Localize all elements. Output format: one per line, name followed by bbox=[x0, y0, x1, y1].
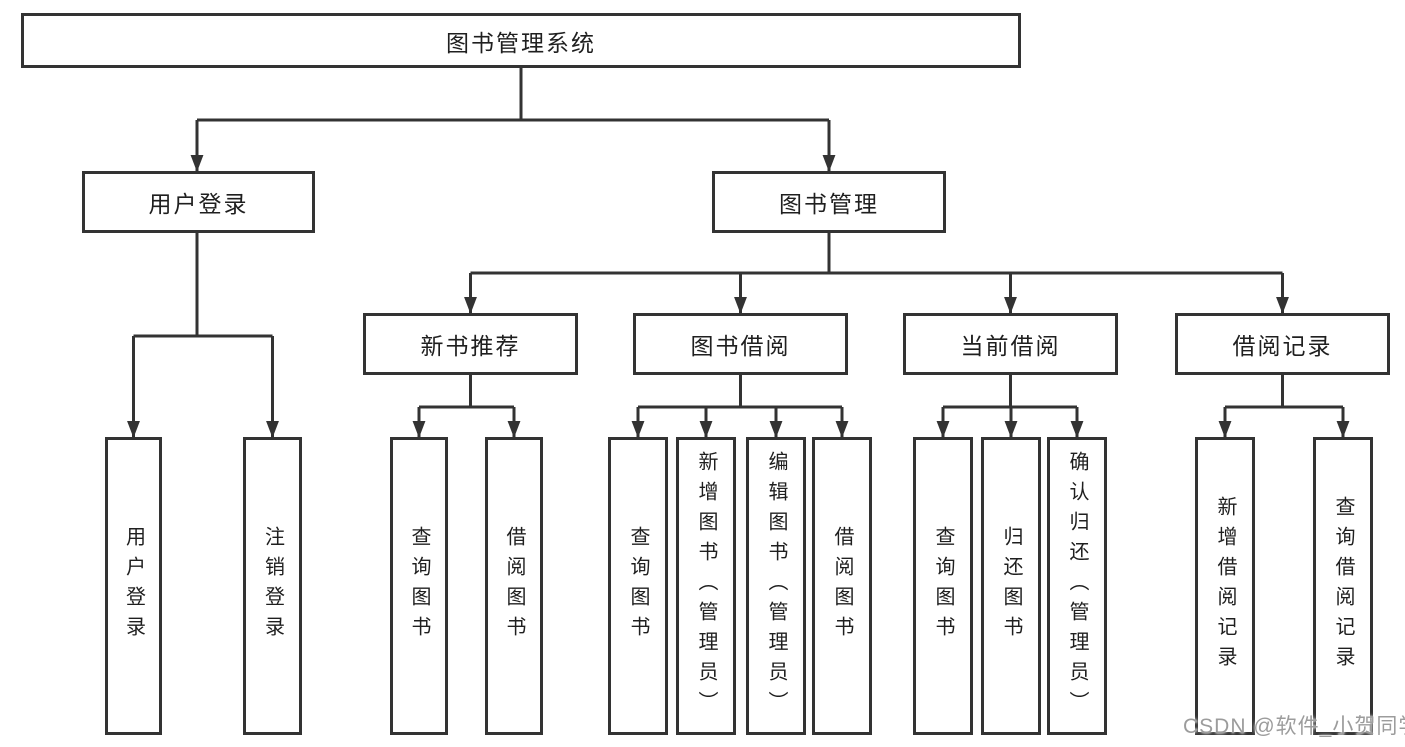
leaf-confirm-return-admin: 确认归还（管理员） bbox=[1047, 437, 1107, 735]
leaf-user-login: 用户登录 bbox=[105, 437, 162, 735]
leaf-query-books-borrow: 查询图书 bbox=[608, 437, 668, 735]
node-book-management: 图书管理 bbox=[712, 171, 946, 233]
leaf-edit-book-admin: 编辑图书（管理员） bbox=[746, 437, 806, 735]
leaf-logout: 注销登录 bbox=[243, 437, 302, 735]
node-current-borrowing: 当前借阅 bbox=[903, 313, 1118, 375]
node-borrowing-records: 借阅记录 bbox=[1175, 313, 1390, 375]
leaf-query-borrow-record: 查询借阅记录 bbox=[1313, 437, 1373, 735]
leaf-add-book-admin: 新增图书（管理员） bbox=[676, 437, 736, 735]
leaf-query-books-current: 查询图书 bbox=[913, 437, 973, 735]
leaf-add-borrow-record: 新增借阅记录 bbox=[1195, 437, 1255, 735]
leaf-return-books: 归还图书 bbox=[981, 437, 1041, 735]
node-library-system: 图书管理系统 bbox=[21, 13, 1021, 68]
leaf-query-books-recommend: 查询图书 bbox=[390, 437, 448, 735]
leaf-borrow-books-recommend: 借阅图书 bbox=[485, 437, 543, 735]
leaf-borrow-books: 借阅图书 bbox=[812, 437, 872, 735]
node-user-login: 用户登录 bbox=[82, 171, 315, 233]
node-book-borrowing: 图书借阅 bbox=[633, 313, 848, 375]
node-new-book-recommend: 新书推荐 bbox=[363, 313, 578, 375]
watermark-text: CSDN @软件_小贺同学 bbox=[1183, 715, 1405, 738]
